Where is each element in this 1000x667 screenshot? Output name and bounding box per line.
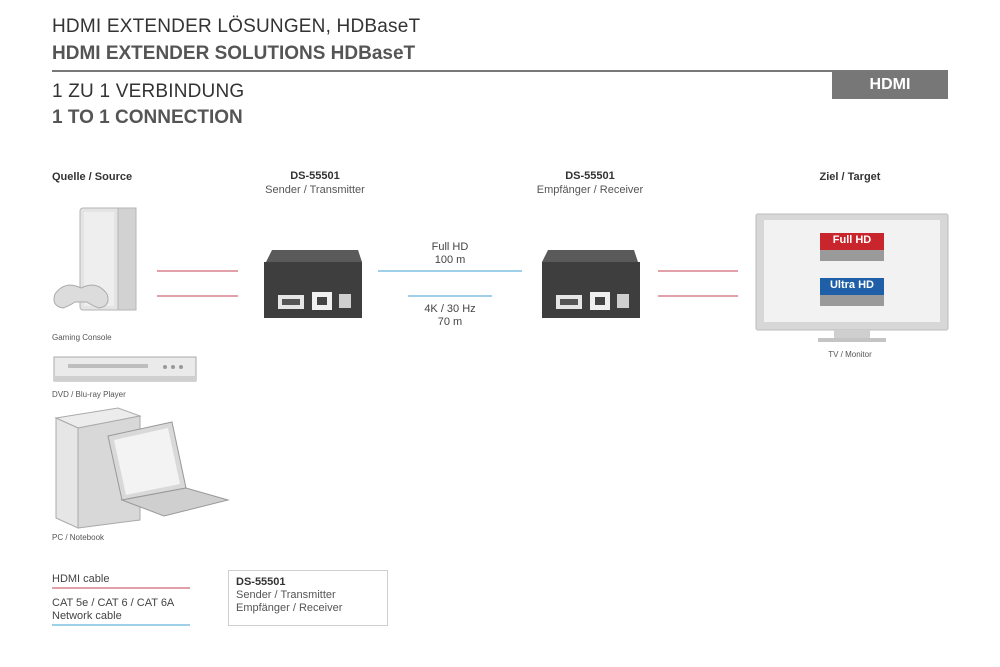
link-fullhd-label: Full HD xyxy=(431,241,469,253)
sender-role: Sender / Transmitter xyxy=(265,184,365,196)
console-caption: Gaming Console xyxy=(52,333,112,342)
link-fullhd-distance: 100 m xyxy=(434,254,466,266)
receiver-device-icon xyxy=(542,250,640,318)
sender-model: DS-55501 xyxy=(290,170,340,182)
source-heading: Quelle / Source xyxy=(52,171,133,183)
subtitle-de: 1 ZU 1 VERBINDUNG xyxy=(52,81,245,102)
pc-notebook-icon xyxy=(54,407,230,529)
receiver-role: Empfänger / Receiver xyxy=(536,184,644,196)
legend-hdmi-text: HDMI cable xyxy=(52,573,110,585)
receiver-model: DS-55501 xyxy=(565,170,615,182)
infobox-line1: Sender / Transmitter xyxy=(236,589,336,601)
dvd-caption: DVD / Blu-ray Player xyxy=(52,390,126,399)
hdmi-badge: HDMI xyxy=(832,71,948,99)
device-info-box: DS-55501 Sender / Transmitter Empfänger … xyxy=(228,570,388,626)
title-en: HDMI EXTENDER SOLUTIONS HDBaseT xyxy=(52,43,416,64)
screen-ultrahd-label: Ultra HD xyxy=(829,279,874,291)
sender-device-icon xyxy=(264,250,362,318)
infobox-model: DS-55501 xyxy=(236,576,286,588)
target-heading: Ziel / Target xyxy=(819,171,881,183)
link-4k-distance: 70 m xyxy=(437,316,463,328)
tv-caption: TV / Monitor xyxy=(828,350,872,359)
title-de: HDMI EXTENDER LÖSUNGEN, HDBaseT xyxy=(52,16,421,37)
link-4k-label: 4K / 30 Hz xyxy=(424,303,476,315)
legend-cat-text: CAT 5e / CAT 6 / CAT 6A xyxy=(52,597,175,609)
screen-fullhd-label: Full HD xyxy=(832,234,872,246)
pc-caption: PC / Notebook xyxy=(52,533,105,542)
subtitle-en: 1 TO 1 CONNECTION xyxy=(52,107,243,128)
infobox-line2: Empfänger / Receiver xyxy=(236,602,343,614)
dvd-player-icon xyxy=(53,356,197,382)
header-rule xyxy=(52,70,948,72)
tv-monitor-icon xyxy=(755,213,949,342)
gaming-console-icon xyxy=(53,207,137,311)
legend-network-text: Network cable xyxy=(52,610,122,622)
